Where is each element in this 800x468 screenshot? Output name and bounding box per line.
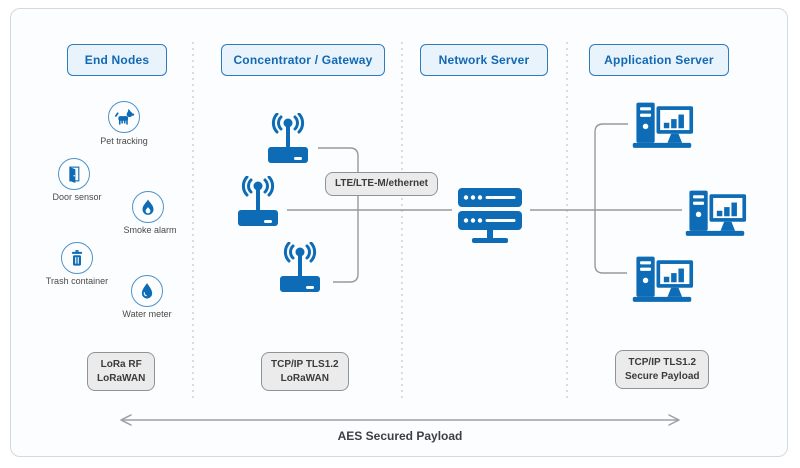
application-server-icon-bottom <box>629 253 695 306</box>
gateway-icon-bottom <box>270 242 330 294</box>
column-title: Network Server <box>438 53 530 67</box>
column-header-end-nodes: End Nodes <box>67 44 167 76</box>
protocol-line: TCP/IP TLS1.2 <box>271 359 339 370</box>
end-node-water-meter <box>131 275 163 307</box>
end-node-label: Pet tracking <box>100 136 148 146</box>
trash-container-icon <box>66 247 88 269</box>
end-node-label: Trash container <box>45 276 109 286</box>
end-node-door-sensor <box>58 158 90 190</box>
smoke-alarm-icon <box>137 196 159 218</box>
end-node-label: Door sensor <box>52 192 102 202</box>
protocol-badge-gateway: TCP/IP TLS1.2 LoRaWAN <box>261 352 349 391</box>
column-header-application-server: Application Server <box>589 44 729 76</box>
end-node-pet-tracking <box>108 101 140 133</box>
column-title: End Nodes <box>84 53 150 67</box>
application-server-icon-middle <box>682 187 748 240</box>
column-title: Application Server <box>604 53 714 67</box>
protocol-line: Secure Payload <box>625 370 700 382</box>
end-node-smoke-alarm <box>132 191 164 223</box>
protocol-line: LoRa RF <box>100 359 142 370</box>
network-server-icon <box>452 184 528 244</box>
protocol-badge-end-nodes: LoRa RF LoRaWAN <box>87 352 156 391</box>
column-header-concentrator-gateway: Concentrator / Gateway <box>221 44 385 76</box>
protocol-line: TCP/IP TLS1.2 <box>628 357 697 368</box>
gateway-icon-middle <box>228 176 288 228</box>
water-meter-icon <box>136 280 158 302</box>
gateway-icon-top <box>258 113 318 165</box>
protocol-badge-application-server: TCP/IP TLS1.2 Secure Payload <box>615 350 710 389</box>
protocol-line: LoRaWAN <box>280 372 329 384</box>
protocol-line: LoRaWAN <box>97 372 146 384</box>
application-server-icon-top <box>629 99 695 152</box>
end-node-label: Water meter <box>122 309 172 319</box>
end-node-trash-container <box>61 242 93 274</box>
end-node-label: Smoke alarm <box>123 225 177 235</box>
aes-arrow-label: AES Secured Payload <box>337 429 463 443</box>
uplink-label-badge: LTE/LTE-M/ethernet <box>325 172 438 196</box>
pet-tracking-icon <box>113 106 136 129</box>
door-sensor-icon <box>63 163 85 185</box>
column-header-network-server: Network Server <box>420 44 548 76</box>
column-title: Concentrator / Gateway <box>233 53 373 67</box>
